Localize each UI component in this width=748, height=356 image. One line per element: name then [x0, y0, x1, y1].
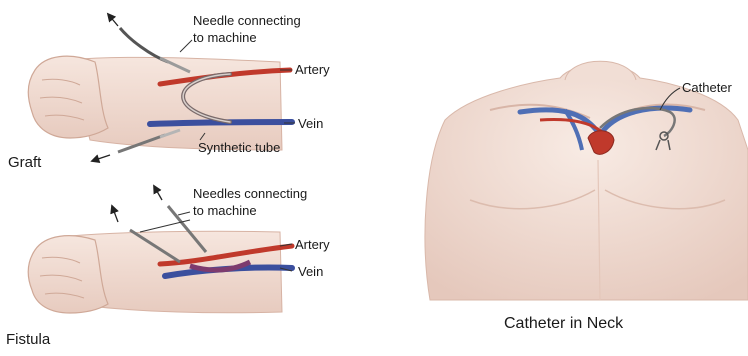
graft-hand	[28, 56, 108, 138]
graft-needle-label-line1: Needle connecting	[193, 13, 301, 28]
chest-torso	[425, 65, 748, 301]
fistula-hand	[28, 236, 108, 313]
graft-caption: Graft	[8, 155, 41, 170]
chest-illustration	[425, 61, 748, 300]
fistula-artery-label: Artery	[295, 237, 330, 252]
fistula-caption: Fistula	[6, 332, 50, 347]
fistula-needles-label-line1: Needles connecting	[193, 186, 307, 201]
catheter-label: Catheter	[682, 80, 732, 95]
fistula-needles-label-line2: to machine	[193, 203, 257, 218]
catheter-caption: Catheter in Neck	[504, 316, 623, 331]
graft-needle-label-line2: to machine	[193, 30, 257, 45]
graft-tube-label: Synthetic tube	[198, 140, 280, 155]
fistula-vein-label: Vein	[298, 264, 323, 279]
graft-artery-label: Artery	[295, 62, 330, 77]
graft-vein-label: Vein	[298, 116, 323, 131]
